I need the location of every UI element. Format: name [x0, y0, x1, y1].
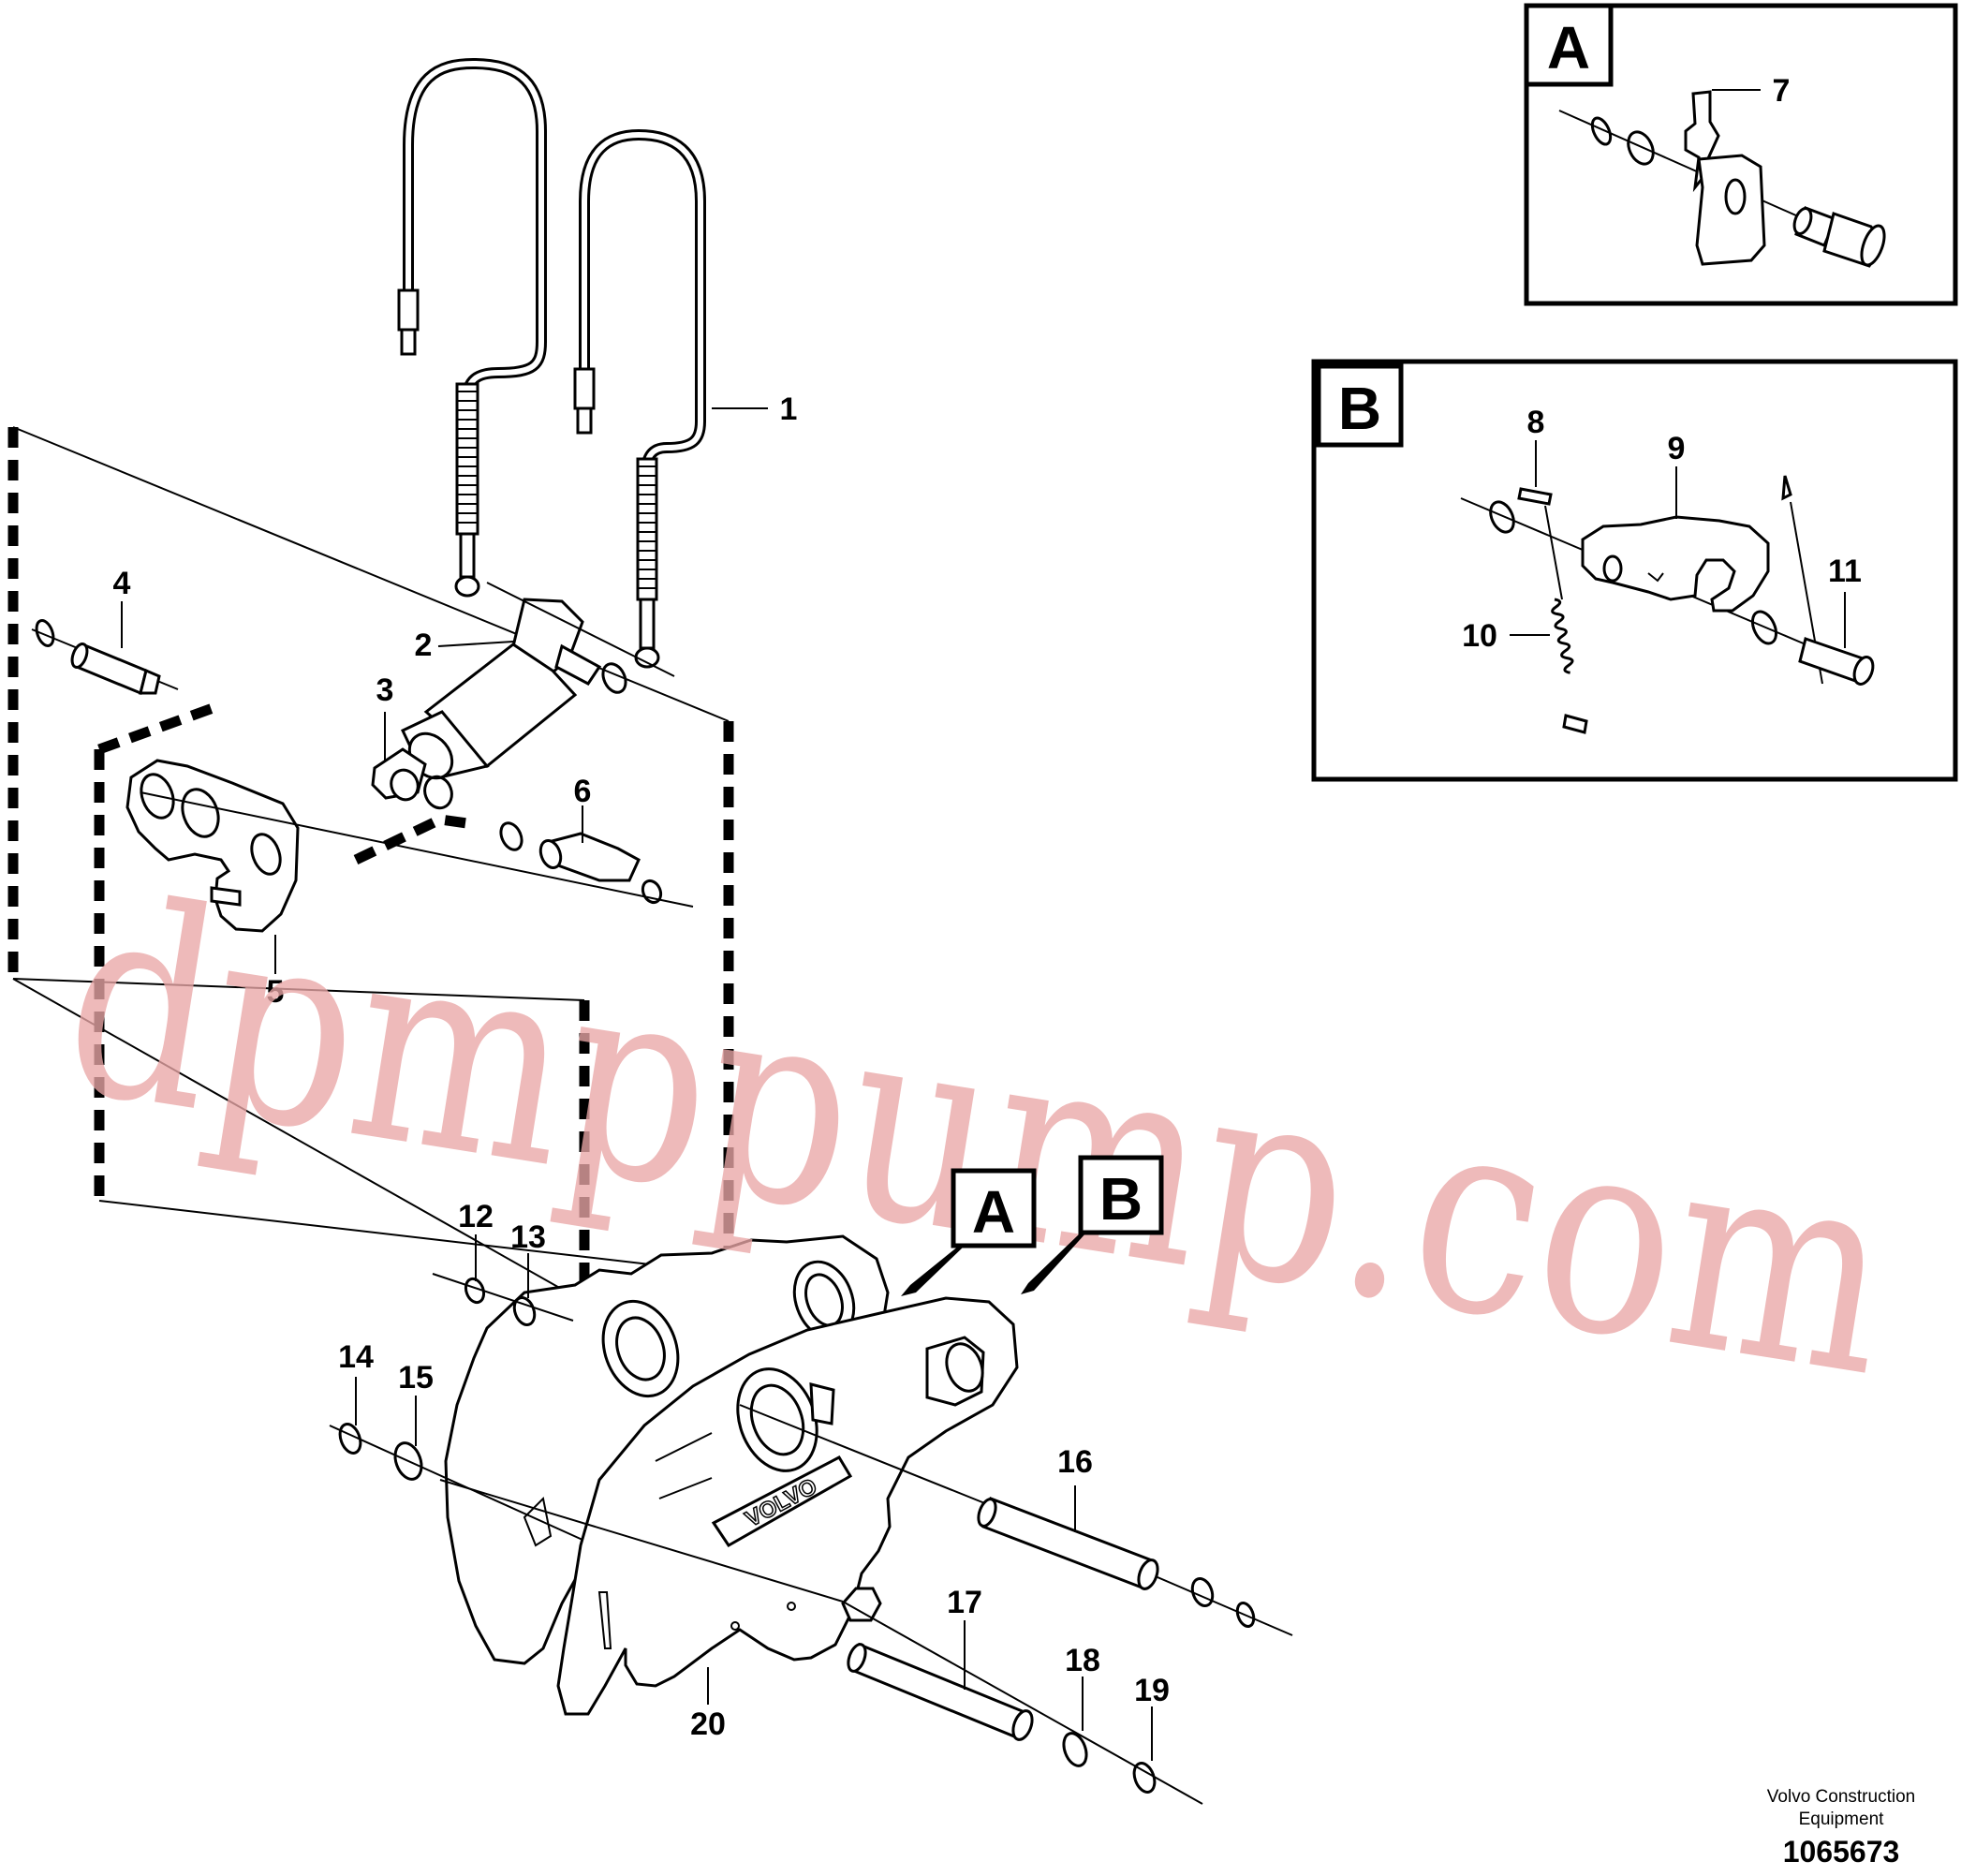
- footer-company-line2: Equipment: [1799, 1810, 1885, 1829]
- hydraulic-hoses-part-1: [397, 57, 706, 669]
- roll-pin-part-8: [1517, 487, 1553, 506]
- callout-10: 10: [1462, 618, 1497, 654]
- flag-b: B: [1021, 1155, 1164, 1294]
- callout-2: 2: [415, 628, 433, 663]
- washers-12-13: [432, 1273, 574, 1327]
- callout-1: 1: [780, 391, 798, 427]
- callout-19: 19: [1134, 1673, 1170, 1708]
- callout-12: 12: [458, 1199, 494, 1234]
- link-part-5: [125, 759, 694, 933]
- pin-part-4: [31, 619, 179, 696]
- detail-b-label: B: [1338, 375, 1381, 442]
- callout-4: 4: [113, 566, 131, 601]
- detail-b-panel: B 8 9 10 11: [1311, 359, 1958, 782]
- callout-3: 3: [376, 672, 394, 708]
- callout-7: 7: [1773, 73, 1791, 109]
- pin-part-17: [842, 1601, 1203, 1805]
- callout-5: 5: [267, 974, 285, 1010]
- flag-a: A: [901, 1168, 1037, 1296]
- brand-plate: [711, 1455, 853, 1547]
- washer-icon: [1590, 116, 1613, 146]
- svg-text:B: B: [1099, 1165, 1143, 1233]
- detail-a-panel: A 7: [1524, 3, 1958, 306]
- callout-8: 8: [1527, 405, 1545, 440]
- footer-company-line1: Volvo Construction: [1767, 1787, 1915, 1807]
- spring-part-10: [1551, 598, 1574, 674]
- callout-17: 17: [947, 1585, 982, 1620]
- washer-icon: [423, 775, 453, 810]
- hook-part-9: [1581, 515, 1770, 613]
- callout-9: 9: [1668, 431, 1686, 466]
- detail-a-label: A: [1547, 14, 1590, 81]
- bushing-part-3: [371, 747, 453, 810]
- callout-14: 14: [338, 1339, 374, 1375]
- callout-16: 16: [1057, 1444, 1093, 1480]
- callout-6: 6: [574, 774, 592, 809]
- callout-20: 20: [690, 1706, 726, 1742]
- cylinder-part-2: [401, 582, 675, 780]
- callout-15: 15: [398, 1360, 434, 1396]
- lever-part-7: [1684, 90, 1720, 193]
- callout-18: 18: [1065, 1643, 1100, 1678]
- callout-13: 13: [510, 1219, 546, 1255]
- cotter-pin-icon: [1781, 475, 1792, 501]
- washers-14-15: [329, 1423, 583, 1541]
- quick-coupler-body-part-20: VOLVO: [439, 1234, 1019, 1716]
- callout-11: 11: [1828, 554, 1862, 589]
- washer-icon: [601, 662, 627, 694]
- svg-text:A: A: [972, 1178, 1015, 1246]
- pin-part-16: [977, 1497, 1293, 1636]
- dashed-assembly-frame: [7, 426, 734, 1457]
- drawing-number: 1065673: [1783, 1835, 1900, 1869]
- pin-part-6: [499, 821, 663, 905]
- washer-icon: [1627, 130, 1655, 166]
- spring-pin-icon: [1562, 714, 1588, 734]
